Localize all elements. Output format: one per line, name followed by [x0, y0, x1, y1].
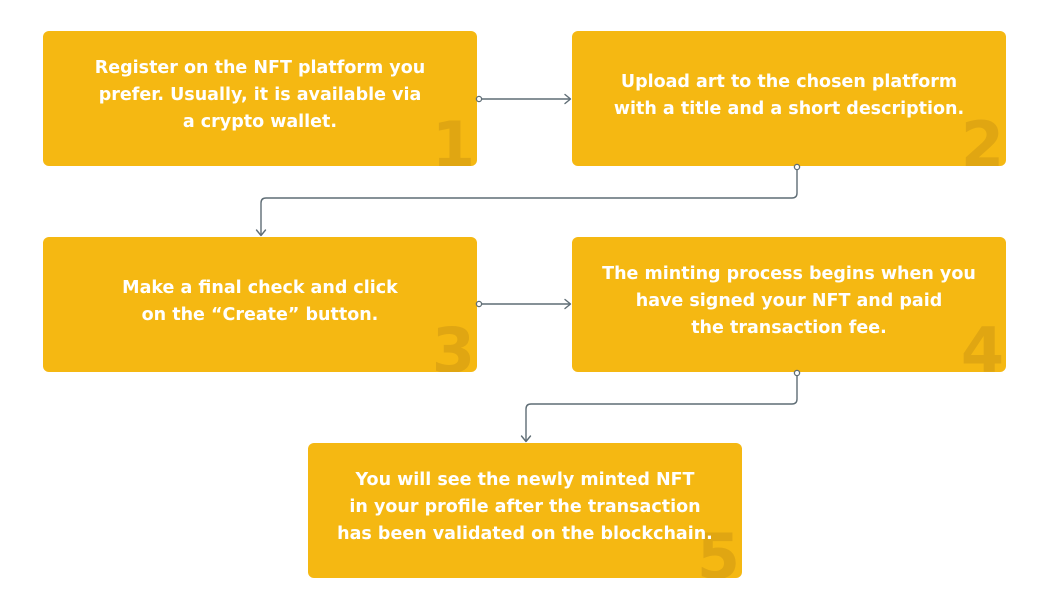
step-3-box: Make a final check and click on the “Cre… — [43, 237, 477, 372]
step-5-number: 5 — [696, 520, 740, 579]
connector-1-to-2-start-dot — [475, 95, 483, 103]
connector-2-to-3-line — [260, 167, 798, 235]
connector-3-to-4-arrowhead-icon — [564, 298, 572, 310]
step-1-box: Register on the NFT platform you prefer.… — [43, 31, 477, 166]
step-4-text: The minting process begins when you have… — [602, 264, 976, 338]
connector-4-to-5 — [520, 369, 801, 443]
connector-4-to-5-arrowhead-icon — [520, 435, 532, 443]
connector-3-to-4 — [475, 298, 572, 310]
connector-4-to-5-line — [525, 373, 798, 441]
connector-3-to-4-start-dot — [475, 300, 483, 308]
step-4-box: The minting process begins when you have… — [572, 237, 1006, 372]
step-3-number: 3 — [431, 314, 475, 373]
connector-2-to-3-arrowhead-icon — [255, 229, 267, 237]
step-5-box: You will see the newly minted NFT in you… — [308, 443, 742, 578]
step-5-text: You will see the newly minted NFT in you… — [337, 470, 713, 544]
connector-2-to-3 — [255, 163, 801, 237]
step-2-text: Upload art to the chosen platform with a… — [613, 71, 965, 119]
step-1-number: 1 — [431, 108, 475, 167]
step-3-text: Make a final check and click on the “Cre… — [122, 277, 398, 325]
connector-1-to-2 — [475, 93, 572, 105]
step-2-number: 2 — [960, 108, 1004, 167]
step-1-text: Register on the NFT platform you prefer.… — [94, 58, 426, 132]
step-4-number: 4 — [960, 314, 1004, 373]
step-2-box: Upload art to the chosen platform with a… — [572, 31, 1006, 166]
connector-1-to-2-arrowhead-icon — [564, 93, 572, 105]
